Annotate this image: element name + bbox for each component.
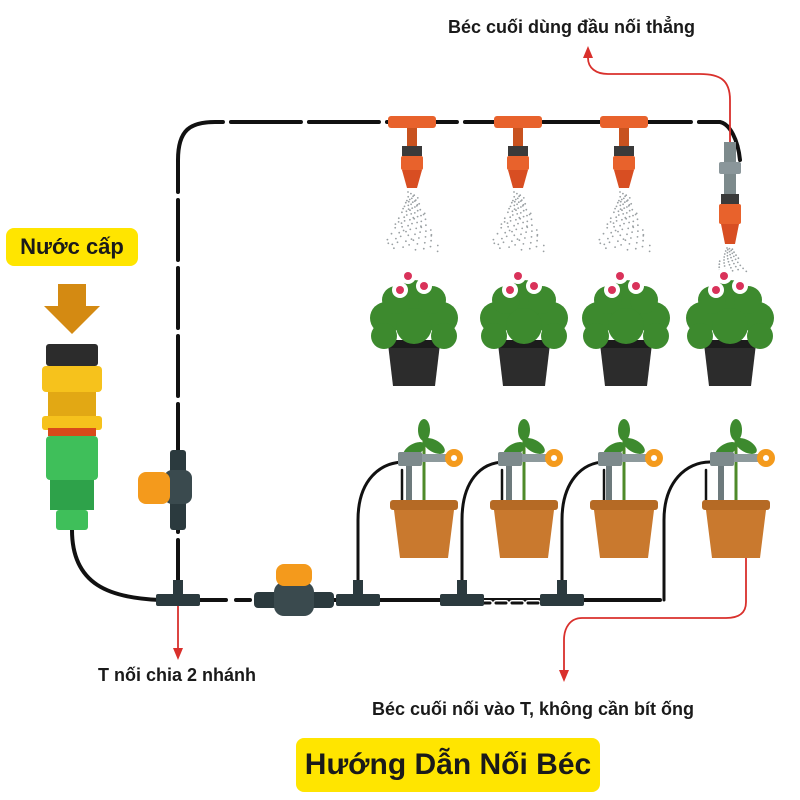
drip-pot <box>702 419 775 558</box>
drip-stake-icon <box>498 449 563 500</box>
flower-pot <box>480 268 568 386</box>
bottom-tee-row <box>156 580 584 606</box>
source-label: Nước cấp <box>6 228 138 266</box>
drip-stake-icon <box>598 449 663 500</box>
drip-branch-4 <box>662 460 712 602</box>
label-end-nozzle-tee: Béc cuối nối vào T, không cần bít ống <box>372 699 694 719</box>
drip-branch-1 <box>356 460 407 602</box>
tee-connector-icon <box>336 580 380 606</box>
flower-pot-row <box>370 268 774 386</box>
hose-tap-adapter <box>42 344 102 530</box>
drip-branch-2 <box>460 460 507 602</box>
end-straight-nozzle <box>719 142 741 244</box>
mist-nozzle-icon <box>386 116 439 253</box>
valve-bottom <box>254 564 334 616</box>
tee-splitter <box>156 580 200 606</box>
arrow-end-nozzle-tee <box>563 530 747 672</box>
drip-stake-icon <box>398 449 463 500</box>
mist-nozzle-icon <box>598 116 651 253</box>
label-end-nozzle-straight: Béc cuối dùng đầu nối thẳng <box>448 16 695 37</box>
flower-pot <box>582 268 670 386</box>
mist-nozzle-icon <box>492 116 545 253</box>
drip-branch-3 <box>560 460 607 602</box>
tee-connector-icon <box>440 580 484 606</box>
valve-riser <box>138 450 192 530</box>
label-tee-splitter: T nối chia 2 nhánh <box>98 665 256 685</box>
flower-pot <box>370 268 458 386</box>
pipe-tap-to-tee <box>70 528 162 602</box>
drip-stake-icon <box>710 449 775 500</box>
down-arrow-icon <box>44 284 100 334</box>
drip-pot <box>590 419 663 558</box>
tee-connector-icon <box>540 580 584 606</box>
flower-pot <box>686 268 774 386</box>
pipe-top-main <box>176 120 742 162</box>
arrow-end-nozzle-straight <box>587 57 731 142</box>
mist-nozzle-row <box>386 116 748 273</box>
drip-pot <box>390 419 463 558</box>
drip-pot-row <box>390 419 775 558</box>
mist-end <box>718 247 748 273</box>
page-title: Hướng Dẫn Nối Béc <box>296 738 600 792</box>
pipe-network <box>70 120 742 606</box>
annotation-arrows <box>173 46 747 682</box>
drip-pot <box>490 419 563 558</box>
